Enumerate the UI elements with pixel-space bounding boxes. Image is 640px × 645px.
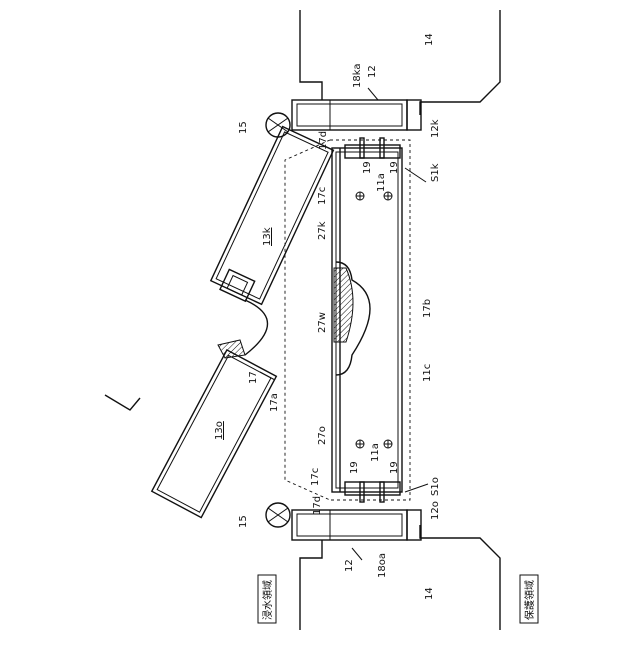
- label-18oa: 18oa: [377, 553, 388, 578]
- label-17b: 17b: [422, 299, 433, 318]
- label-11a-bottom: 11a: [370, 443, 381, 462]
- region-label-left-text: 浸水領域: [261, 580, 274, 620]
- label-18ka: 18ka: [352, 64, 363, 88]
- label-27k: 27k: [317, 221, 328, 240]
- hinge-15-top: [266, 113, 290, 137]
- label-11a-top: 11a: [376, 173, 387, 192]
- label-S1k: S1k: [430, 163, 441, 182]
- label-19-c: 19: [349, 461, 360, 474]
- label-11c: 11c: [422, 364, 433, 382]
- label-17d-bottom: 17d: [312, 496, 323, 515]
- label-12-top: 12: [367, 65, 378, 78]
- arc-13k: [245, 300, 268, 355]
- flap-13o-tip: [105, 395, 140, 410]
- label-17a: 17a: [269, 393, 280, 412]
- label-13k: 13k: [262, 227, 273, 246]
- label-14-bottom: 14: [424, 587, 435, 600]
- label-19-b: 19: [389, 161, 400, 174]
- flap-13k: [209, 127, 333, 308]
- panel-11c: [332, 148, 402, 492]
- label-17: 17: [248, 371, 259, 384]
- label-17c-top: 17c: [317, 187, 328, 205]
- wedge-13k: [218, 340, 245, 358]
- label-12o: 12o: [430, 501, 441, 520]
- label-15-top: 15: [238, 121, 249, 134]
- label-12k: 12k: [430, 119, 441, 138]
- hinge-15-bottom: [266, 503, 290, 527]
- label-19-a: 19: [362, 161, 373, 174]
- label-17c-bottom: 17c: [310, 468, 321, 486]
- frame-12-top: [292, 100, 421, 130]
- region-label-right-text: 保護領域: [523, 580, 536, 620]
- region-label-left: 浸水領域: [258, 575, 276, 623]
- label-19-d: 19: [389, 461, 400, 474]
- region-label-right: 保護領域: [520, 575, 538, 623]
- label-27o: 27o: [317, 426, 328, 445]
- label-27w: 27w: [317, 312, 328, 333]
- label-S1o: S1o: [430, 477, 441, 496]
- label-15-bottom: 15: [238, 515, 249, 528]
- label-14-top: 14: [424, 33, 435, 46]
- label-13o: 13o: [214, 421, 225, 440]
- label-12-bottom: 12: [344, 559, 355, 572]
- label-17d-top: 17d: [318, 131, 329, 150]
